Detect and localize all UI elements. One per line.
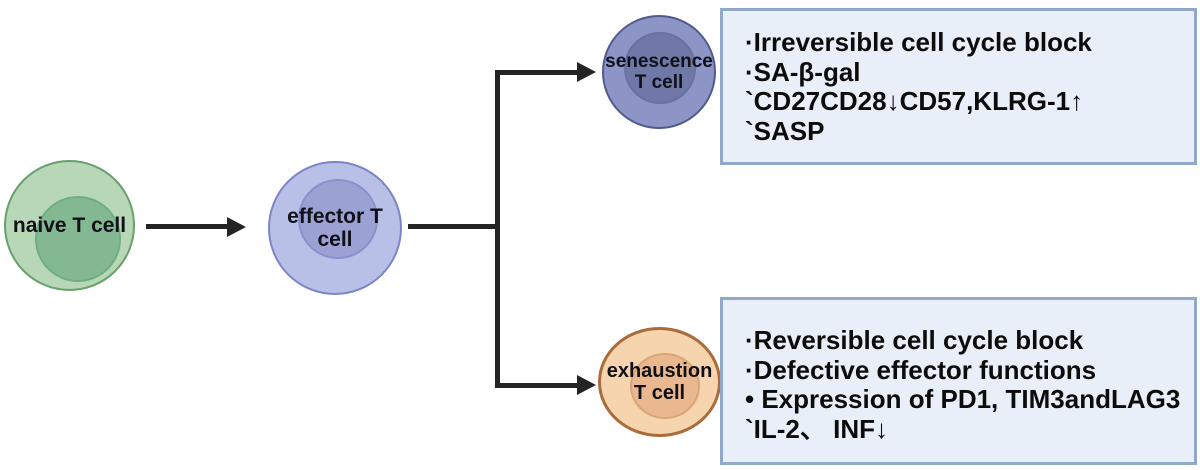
- branch-vertical-line: [495, 70, 500, 388]
- naive-t-cell: naive T cell: [4, 160, 135, 291]
- naive-t-cell-nucleus: [35, 196, 121, 282]
- exhaustion-t-cell-nucleus: [630, 353, 700, 419]
- effector-t-cell-label-line: cell: [317, 228, 353, 251]
- exhaustion-info-line: ·Reversible cell cycle block: [745, 325, 1084, 355]
- arrow-to-exhaustion-head: [577, 375, 596, 395]
- arrow-naive-to-effector-line: [146, 224, 227, 229]
- naive-t-cell-label: naive T cell: [6, 162, 133, 289]
- senescence-info-line: `CD27CD28↓CD57,KLRG-1↑: [745, 86, 1084, 116]
- branch-stem-line: [408, 224, 498, 229]
- effector-t-cell-label: effector T cell: [270, 163, 400, 293]
- senescence-info-line: ·Irreversible cell cycle block: [745, 27, 1092, 57]
- senescence-t-cell-label-line: senescence: [605, 51, 713, 72]
- arrow-to-senescence-head: [577, 62, 596, 82]
- senescence-t-cell-label-line: T cell: [634, 72, 684, 93]
- senescence-t-cell: senescence T cell: [602, 15, 716, 129]
- senescence-info-line: ·SA-β-gal: [745, 56, 861, 87]
- effector-t-cell-label-line: effector T: [287, 205, 383, 228]
- arrow-naive-to-effector-head: [227, 217, 246, 237]
- effector-t-cell: effector T cell: [268, 161, 402, 295]
- arrow-to-senescence-line: [498, 70, 578, 75]
- arrow-to-exhaustion-line: [498, 383, 578, 388]
- exhaustion-t-cell: exhaustion T cell: [598, 327, 721, 437]
- senescence-info-box: ·Irreversible cell cycle block ·SA-β-gal…: [720, 8, 1197, 165]
- exhaustion-info-line: `IL-2、 INF↓: [745, 413, 888, 444]
- exhaustion-t-cell-label-line: T cell: [633, 382, 686, 404]
- senescence-t-cell-label: senescence T cell: [604, 17, 714, 127]
- naive-t-cell-label-line: naive T cell: [12, 214, 127, 237]
- exhaustion-t-cell-label-line: exhaustion: [606, 360, 713, 382]
- exhaustion-info-box: ·Reversible cell cycle block ·Defective …: [720, 297, 1197, 465]
- senescence-info-line: `SASP: [745, 115, 825, 146]
- exhaustion-info-line: ·Defective effector functions: [745, 354, 1097, 385]
- exhaustion-t-cell-label: exhaustion T cell: [601, 330, 718, 434]
- exhaustion-info-line: • Expression of PD1, TIM3andLAG3: [745, 384, 1181, 414]
- senescence-t-cell-nucleus: [624, 32, 696, 104]
- effector-t-cell-nucleus: [298, 179, 378, 259]
